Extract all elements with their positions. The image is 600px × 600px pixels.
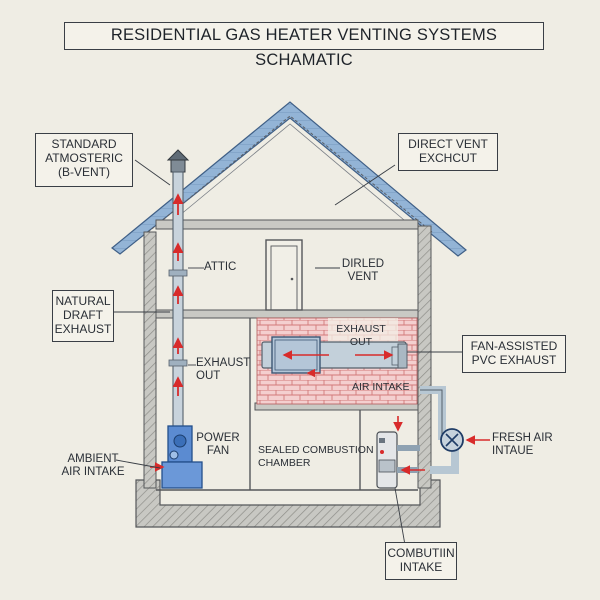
label-line: INTAUE xyxy=(492,445,534,457)
label-line: FAN xyxy=(206,445,230,457)
label-exhaust-out-upper: EXHAUST OUT xyxy=(336,323,386,349)
label-line: SEALED COMBUSTION xyxy=(258,444,374,456)
diagram-title: RESIDENTIAL GAS HEATER VENTING SYSTEMS S… xyxy=(64,22,544,69)
callout-line: EXHAUST xyxy=(54,322,112,336)
callout-standard-atmospheric: STANDARD ATMOSTERIC (B-VENT) xyxy=(35,133,133,187)
label-line: CHAMBER xyxy=(258,457,311,469)
power-fan-furnace xyxy=(150,425,203,489)
label-line: FRESH AIR xyxy=(492,432,553,444)
label-drilled-vent: DIRLED VENT xyxy=(336,258,390,284)
label-line: EXHAUST xyxy=(196,357,251,369)
label-line: AIR INTAKE xyxy=(61,466,125,478)
callout-line: NATURAL xyxy=(55,294,111,308)
callout-line: DRAFT xyxy=(63,308,103,322)
callout-line: EXCHCUT xyxy=(418,151,477,165)
pvc-pipes xyxy=(393,386,490,475)
callout-line: (B-VENT) xyxy=(58,165,110,179)
callout-line: COMBUTIIN xyxy=(387,546,455,560)
label-power-fan: POWER FAN xyxy=(196,432,240,458)
callout-line: FAN-ASSISTED xyxy=(470,339,558,353)
callout-natural-draft-exhaust: NATURAL DRAFT EXHAUST xyxy=(52,290,114,342)
callout-line: ATMOSTERIC xyxy=(45,151,123,165)
exterior-walls xyxy=(143,219,432,491)
attic-door xyxy=(265,239,303,311)
label-line: EXHAUST xyxy=(336,323,386,335)
callout-line: DIRECT VENT xyxy=(408,137,488,151)
callout-line: PVC EXHAUST xyxy=(471,353,557,367)
water-heater xyxy=(376,431,398,489)
callout-line: STANDARD xyxy=(51,137,117,151)
label-line: OUT xyxy=(349,336,373,348)
label-ambient-air-intake: AMBIENT AIR INTAKE xyxy=(58,453,128,479)
roof xyxy=(111,101,467,257)
label-air-intake: AIR INTAKE xyxy=(352,381,410,393)
callout-direct-vent-exhaust: DIRECT VENT EXCHCUT xyxy=(398,133,498,171)
label-fresh-air-intake: FRESH AIR INTAUE xyxy=(492,432,553,458)
label-exhaust-out-left: EXHAUST OUT xyxy=(196,357,250,383)
label-line: AMBIENT xyxy=(67,453,119,465)
label-attic: ATTIC xyxy=(204,261,237,273)
label-line: VENT xyxy=(347,271,379,283)
label-line: DIRLED xyxy=(341,258,385,270)
callout-fan-assisted-pvc: FAN-ASSISTED PVC EXHAUST xyxy=(462,335,566,373)
horizontal-exhaust-pipe xyxy=(261,336,408,378)
leader-lines xyxy=(112,159,462,546)
label-line: POWER xyxy=(196,432,240,444)
label-sealed-combustion-chamber: SEALED COMBUSTION CHAMBER xyxy=(258,444,374,470)
label-line: OUT xyxy=(196,370,221,382)
callout-line: INTAKE xyxy=(399,560,443,574)
callout-combustion-intake: COMBUTIIN INTAKE xyxy=(385,542,457,580)
